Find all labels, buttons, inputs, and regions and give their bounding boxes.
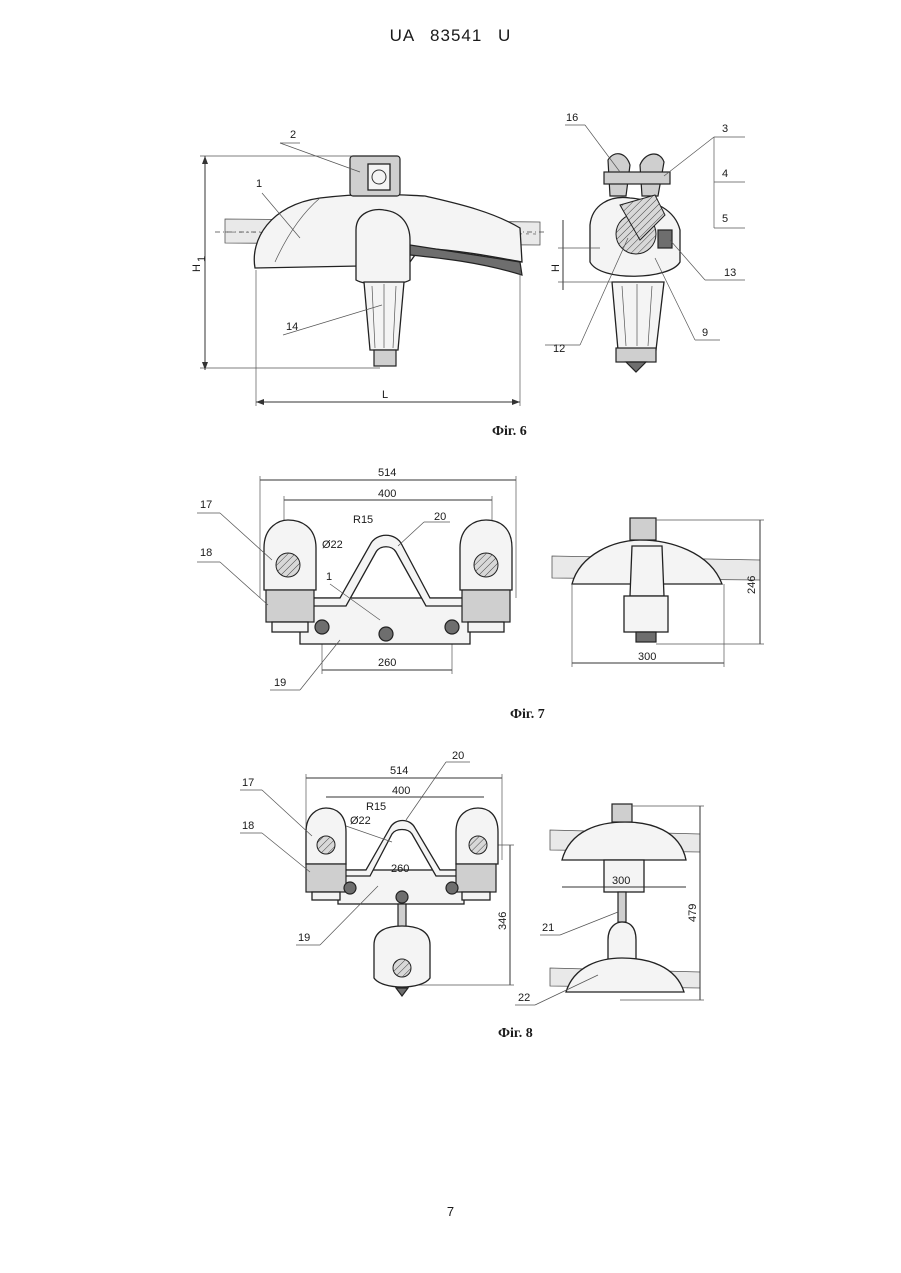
fig7-label-17: 17 [200, 499, 212, 511]
fig6-label-14: 14 [286, 321, 298, 333]
fig7-caption: Фіг. 7 [510, 707, 545, 723]
fig6-label-1: 1 [256, 178, 262, 190]
fig8-label-18: 18 [242, 820, 254, 832]
fig8-dim-260: 260 [391, 863, 409, 875]
fig6-caption: Фіг. 6 [492, 424, 527, 440]
page-number: 7 [0, 1204, 901, 1219]
fig8-label-r15: R15 [366, 801, 386, 813]
fig6-label-3: 3 [722, 123, 728, 135]
fig8-label-17: 17 [242, 777, 254, 789]
fig6-label-13: 13 [724, 267, 736, 279]
fig7-dim-246: 246 [746, 576, 758, 594]
fig6-label-h1-sub: 1 [196, 256, 208, 262]
fig8-caption: Фіг. 8 [498, 1026, 533, 1042]
fig8-label-20: 20 [452, 750, 464, 762]
fig6-label-2: 2 [290, 129, 296, 141]
fig7-label-d22: Ø22 [322, 539, 343, 551]
fig8-dim-479: 479 [687, 904, 699, 922]
fig6-label-5: 5 [722, 213, 728, 225]
fig7-dim-260: 260 [378, 657, 396, 669]
figure-7: 514 400 R15 Ø22 20 17 18 1 260 19 246 30… [197, 467, 764, 690]
fig6-label-h: H [550, 264, 562, 272]
fig8-dim-300: 300 [612, 875, 630, 887]
fig7-label-19: 19 [274, 677, 286, 689]
fig7-label-r15: R15 [353, 514, 373, 526]
fig8-label-d22: Ø22 [350, 815, 371, 827]
fig8-dim-514: 514 [390, 765, 408, 777]
fig7-label-1: 1 [326, 571, 332, 583]
fig7-dim-400: 400 [378, 488, 396, 500]
fig6-label-4: 4 [722, 168, 728, 180]
fig7-dim-300: 300 [638, 651, 656, 663]
fig7-dim-514: 514 [378, 467, 396, 479]
figure-6: 1 2 14 H 1 L 16 3 4 5 13 9 12 H [191, 112, 745, 406]
fig8-label-19: 19 [298, 932, 310, 944]
fig8-label-22: 22 [518, 992, 530, 1004]
fig6-label-9: 9 [702, 327, 708, 339]
fig8-dim-400: 400 [392, 785, 410, 797]
fig6-label-h1: H [191, 264, 203, 272]
figure-8: 514 20 400 R15 Ø22 17 18 260 346 19 300 … [240, 750, 704, 1005]
fig6-label-12: 12 [553, 343, 565, 355]
fig6-label-l: L [382, 389, 388, 401]
fig6-label-16: 16 [566, 112, 578, 124]
fig7-label-18: 18 [200, 547, 212, 559]
fig8-dim-346: 346 [497, 912, 509, 930]
fig8-label-21: 21 [542, 922, 554, 934]
fig7-label-20: 20 [434, 511, 446, 523]
